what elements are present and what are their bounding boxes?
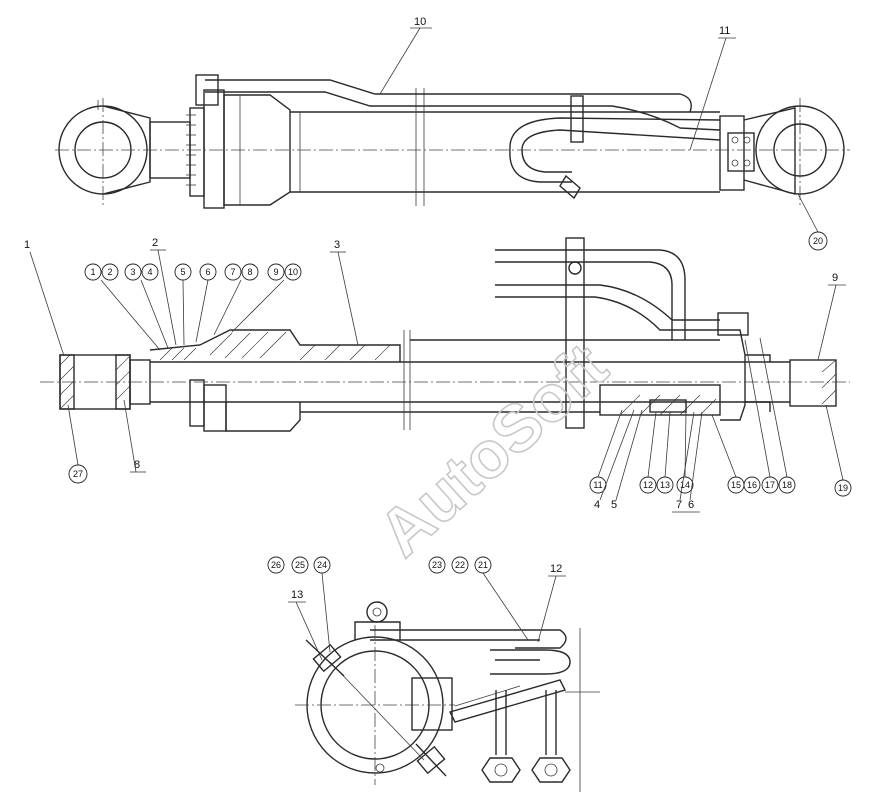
callout-20: 20	[797, 193, 828, 251]
callout-2-text: 2	[152, 237, 158, 249]
svg-text:4: 4	[147, 267, 152, 277]
svg-text:14: 14	[680, 480, 690, 490]
callout-11-text: 11	[719, 25, 730, 37]
callout-1-text: 1	[24, 239, 30, 251]
callout-11: 11	[689, 25, 736, 151]
callouts-section-bottom-plain: 4 5 7 6	[594, 409, 703, 513]
callout-27: 27	[67, 404, 88, 484]
svg-text:12: 12	[643, 480, 653, 490]
svg-text:7: 7	[676, 499, 682, 511]
svg-text:10: 10	[288, 267, 298, 277]
callout-10: 10	[379, 16, 432, 95]
svg-text:21: 21	[478, 560, 488, 570]
callout-2: 2	[150, 237, 177, 346]
callout-10-text: 10	[414, 16, 426, 28]
svg-text:25: 25	[295, 560, 305, 570]
bubbles-section-right: 11 12 13 14 15 16 17 18 19	[589, 337, 852, 497]
callout-12: 12	[537, 563, 566, 643]
top-view-cylinder	[55, 74, 850, 209]
hatch-right-eye	[821, 359, 837, 405]
callout-3-text: 3	[334, 239, 340, 251]
callout-8: 8	[123, 399, 146, 473]
end-view-clamp	[295, 601, 600, 792]
svg-text:11: 11	[593, 480, 602, 490]
watermark-text: AutoSoft	[364, 329, 621, 570]
svg-text:5: 5	[180, 267, 185, 277]
callout-9: 9	[817, 272, 846, 361]
svg-text:6: 6	[688, 499, 694, 511]
svg-text:9: 9	[273, 267, 278, 277]
svg-text:8: 8	[247, 267, 252, 277]
svg-text:19: 19	[838, 483, 848, 493]
bubbles-end-left: 26 25 24	[267, 556, 331, 653]
section-view-cylinder	[40, 237, 850, 432]
bubbles-end-right: 23 22 21	[428, 556, 529, 641]
svg-text:27: 27	[73, 469, 83, 479]
bolt-block-right	[727, 132, 755, 172]
svg-text:22: 22	[455, 560, 465, 570]
hatch-left-eye	[59, 354, 131, 410]
callout-13: 13	[288, 589, 323, 661]
callout-20-text: 20	[813, 236, 823, 246]
svg-text:4: 4	[594, 499, 600, 511]
svg-text:18: 18	[782, 480, 792, 490]
svg-text:6: 6	[205, 267, 210, 277]
svg-text:7: 7	[230, 267, 235, 277]
hatch-gland	[159, 331, 391, 361]
svg-text:15: 15	[731, 480, 741, 490]
svg-text:13: 13	[291, 589, 303, 601]
svg-text:26: 26	[271, 560, 281, 570]
svg-text:13: 13	[660, 480, 670, 490]
bolt-row-left	[186, 114, 196, 186]
svg-text:17: 17	[765, 480, 775, 490]
callout-1: 1	[24, 239, 65, 357]
svg-text:23: 23	[432, 560, 442, 570]
svg-text:1: 1	[90, 267, 95, 277]
svg-text:5: 5	[611, 499, 617, 511]
bubbles-section-left: 1 2 3 4 5 6 7 8 9 10	[84, 263, 302, 351]
callout-9-text: 9	[832, 272, 838, 284]
svg-text:12: 12	[550, 563, 562, 575]
svg-text:24: 24	[317, 560, 327, 570]
svg-text:2: 2	[107, 267, 112, 277]
svg-text:16: 16	[747, 480, 757, 490]
svg-text:3: 3	[130, 267, 135, 277]
callout-3: 3	[330, 239, 359, 346]
svg-text:8: 8	[134, 459, 140, 471]
